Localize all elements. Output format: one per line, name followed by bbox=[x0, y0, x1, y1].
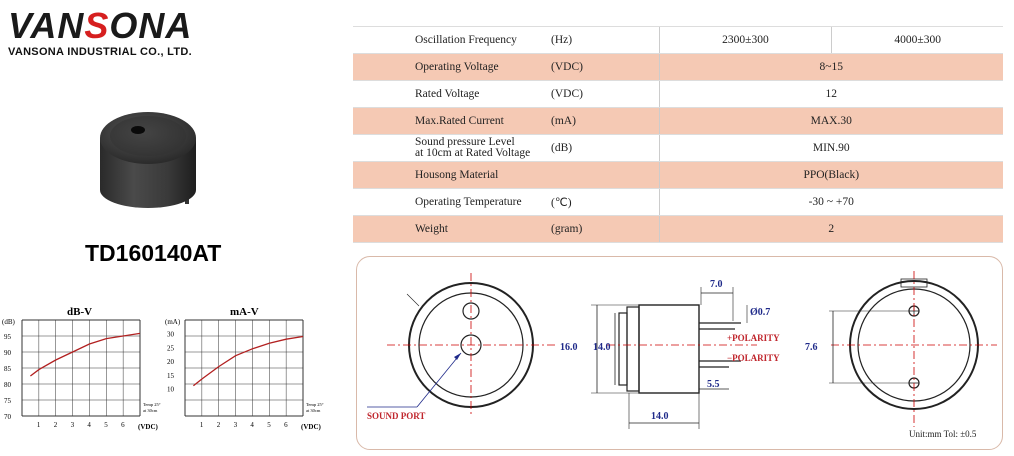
chart-note: at 30cm bbox=[306, 408, 321, 413]
y-tick-label: 25 bbox=[167, 344, 175, 352]
y-tick-label: 70 bbox=[4, 413, 12, 421]
chart-ylabel: (dB) bbox=[2, 318, 16, 326]
chart-title: mA-V bbox=[230, 306, 259, 318]
chart-ylabel: (mA) bbox=[165, 318, 181, 326]
spec-value: MAX.30 bbox=[658, 107, 1003, 135]
dim-16: 16.0 bbox=[560, 342, 578, 353]
x-tick-label: 1 bbox=[37, 421, 41, 429]
spec-unit: (dB) bbox=[549, 134, 659, 162]
spec-row: Weight(gram)2 bbox=[353, 215, 1003, 243]
spec-row: Max.Rated Current(mA)MAX.30 bbox=[353, 107, 1003, 135]
chart-note: Temp 25° bbox=[143, 402, 161, 407]
spec-value: PPO(Black) bbox=[658, 161, 1003, 189]
y-tick-label: 15 bbox=[167, 372, 175, 380]
spec-unit: (gram) bbox=[549, 215, 659, 243]
spec-value: 8~15 bbox=[658, 53, 1003, 81]
positive-polarity-label: +POLARITY bbox=[727, 333, 780, 343]
spec-value: 2300±300 bbox=[658, 26, 832, 54]
spec-row: Housong Material PPO(Black) bbox=[353, 161, 1003, 189]
x-tick-label: 2 bbox=[217, 421, 221, 429]
y-tick-label: 95 bbox=[4, 333, 12, 341]
x-tick-label: 3 bbox=[71, 421, 75, 429]
x-tick-label: 4 bbox=[87, 421, 91, 429]
spec-param: Housong Material bbox=[353, 161, 549, 189]
x-tick-label: 6 bbox=[121, 421, 125, 429]
bottom-view bbox=[829, 271, 997, 427]
brand-block: VANSONA VANSONA INDUSTRIAL CO., LTD. bbox=[8, 5, 258, 59]
spec-param: Rated Voltage bbox=[353, 80, 549, 108]
spec-value: 2 bbox=[658, 215, 1003, 243]
spec-value: -30 ~ +70 bbox=[658, 188, 1003, 216]
dim-7: 7.0 bbox=[710, 279, 723, 290]
units-note: Unit:mm Tol: ±0.5 bbox=[909, 429, 977, 439]
y-tick-label: 75 bbox=[4, 397, 12, 405]
product-photo bbox=[100, 112, 196, 208]
spec-unit: (℃) bbox=[549, 188, 659, 216]
x-tick-label: 1 bbox=[200, 421, 204, 429]
spec-row: Rated Voltage(VDC)12 bbox=[353, 80, 1003, 108]
spec-value: 12 bbox=[658, 80, 1003, 108]
chart-xlabel: (VDC) bbox=[301, 423, 321, 431]
negative-polarity-label: −POLARITY bbox=[727, 353, 780, 363]
y-tick-label: 30 bbox=[167, 331, 175, 339]
spec-row: Operating Temperature(℃)-30 ~ +70 bbox=[353, 188, 1003, 216]
spec-unit: (VDC) bbox=[549, 53, 659, 81]
spec-unit: (mA) bbox=[549, 107, 659, 135]
y-tick-label: 80 bbox=[4, 381, 12, 389]
spec-param: Sound pressure Level at 10cm at Rated Vo… bbox=[353, 134, 549, 162]
dimension-drawing: SOUND PORT +POLARITY −POLARITY 1 bbox=[356, 256, 1003, 450]
spec-value: 4000±300 bbox=[831, 26, 1003, 54]
spec-param: Weight bbox=[353, 215, 549, 243]
dim-14-inner: 14.0 bbox=[593, 342, 611, 353]
company-name: VANSONA INDUSTRIAL CO., LTD. bbox=[8, 46, 192, 58]
dim-7-6: 7.6 bbox=[805, 342, 818, 353]
spec-row: Operating Voltage(VDC)8~15 bbox=[353, 53, 1003, 81]
spec-unit bbox=[549, 161, 659, 189]
spec-row: Sound pressure Level at 10cm at Rated Vo… bbox=[353, 134, 1003, 162]
spec-unit: (VDC) bbox=[549, 80, 659, 108]
chart-title: dB-V bbox=[67, 306, 92, 318]
spec-param: Operating Voltage bbox=[353, 53, 549, 81]
x-tick-label: 4 bbox=[250, 421, 254, 429]
spec-param: Operating Temperature bbox=[353, 188, 549, 216]
dim-pin: Ø0.7 bbox=[750, 307, 770, 318]
series-line bbox=[30, 332, 141, 377]
y-tick-label: 20 bbox=[167, 358, 175, 366]
y-tick-label: 85 bbox=[4, 365, 12, 373]
y-tick-label: 90 bbox=[4, 349, 12, 357]
x-tick-label: 5 bbox=[104, 421, 108, 429]
chart-note: Temp 25° bbox=[306, 402, 324, 407]
x-tick-label: 6 bbox=[284, 421, 288, 429]
side-view bbox=[591, 287, 757, 429]
spec-param: Max.Rated Current bbox=[353, 107, 549, 135]
model-number: TD160140AT bbox=[85, 240, 222, 266]
sound-port-label: SOUND PORT bbox=[367, 411, 425, 421]
series-line bbox=[192, 335, 304, 387]
x-tick-label: 5 bbox=[267, 421, 271, 429]
spec-value: MIN.90 bbox=[658, 134, 1003, 162]
x-tick-label: 2 bbox=[54, 421, 58, 429]
vansona-logo: VANSONA bbox=[8, 5, 193, 46]
spec-unit: (Hz) bbox=[549, 26, 659, 54]
x-tick-label: 3 bbox=[234, 421, 238, 429]
dim-14-bottom: 14.0 bbox=[651, 411, 669, 422]
chart-xlabel: (VDC) bbox=[138, 423, 158, 431]
top-view bbox=[367, 273, 555, 417]
spec-param: Oscillation Frequency bbox=[353, 26, 549, 54]
y-tick-label: 10 bbox=[167, 386, 175, 394]
dim-5-5: 5.5 bbox=[707, 379, 720, 390]
chart-note: at 30cm bbox=[143, 408, 158, 413]
